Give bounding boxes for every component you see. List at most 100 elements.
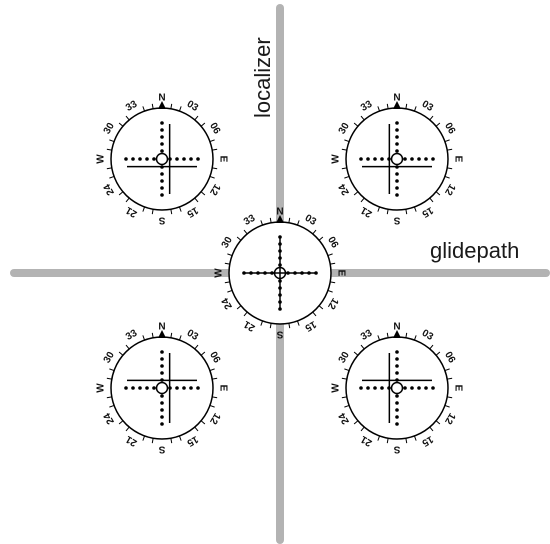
dial-tick <box>125 426 130 432</box>
heading-label: 30 <box>220 235 235 251</box>
dial-tick <box>209 175 215 179</box>
deviation-dot <box>410 157 414 161</box>
dial-tick <box>405 332 408 338</box>
dial-tick <box>212 377 218 380</box>
deviation-dot <box>417 157 421 161</box>
dial-tick <box>296 320 300 326</box>
deviation-dot <box>395 364 399 368</box>
heading-label: 24 <box>337 181 352 197</box>
deviation-dot <box>160 186 164 190</box>
deviation-dot <box>160 193 164 197</box>
dial-tick <box>125 344 130 350</box>
deviation-dot <box>314 271 318 275</box>
heading-label: S <box>393 214 400 225</box>
deviation-dot <box>160 121 164 125</box>
deviation-dot <box>160 142 164 146</box>
deviation-dot <box>160 408 164 412</box>
deviation-dot <box>175 386 179 390</box>
dial-tick <box>447 167 453 170</box>
dial-tick <box>318 236 324 241</box>
deviation-dot <box>160 350 164 354</box>
deviation-dot <box>145 157 149 161</box>
deviation-dot <box>160 172 164 176</box>
deviation-dot <box>366 386 370 390</box>
dial-tick <box>236 236 242 241</box>
heading-label: 03 <box>420 99 436 114</box>
heading-label: 21 <box>242 318 258 333</box>
dial-tick <box>429 344 434 350</box>
localizer-label: localizer <box>250 37 275 118</box>
dial-tick <box>151 438 154 444</box>
dial-tick <box>209 368 215 372</box>
deviation-dot <box>431 386 435 390</box>
heading-label: 15 <box>302 318 318 333</box>
heading-label: 24 <box>102 181 117 197</box>
dial-tick <box>435 122 441 127</box>
deviation-dot <box>138 386 142 390</box>
dial-tick <box>118 191 124 196</box>
dial-tick <box>106 377 112 380</box>
dial-tick <box>200 351 206 356</box>
dial-tick <box>312 311 317 317</box>
heading-label: 30 <box>102 350 117 366</box>
deviation-dot <box>395 179 399 183</box>
dial-tick <box>288 217 291 223</box>
dial-tick <box>360 197 365 203</box>
dial-tick <box>353 191 359 196</box>
dial-tick <box>413 335 417 341</box>
heading-label: 21 <box>359 433 375 448</box>
heading-label: 12 <box>442 182 457 198</box>
deviation-dot <box>242 271 246 275</box>
heading-label: 03 <box>185 99 201 114</box>
heading-label: 06 <box>325 235 340 251</box>
dial-tick <box>405 209 408 215</box>
deviation-dot <box>182 386 186 390</box>
heading-label: 03 <box>420 328 436 343</box>
deviation-dot <box>359 157 363 161</box>
dial-tick <box>429 115 434 121</box>
dial-tick <box>429 197 434 203</box>
dial-tick <box>194 426 199 432</box>
heading-label: 06 <box>207 350 222 366</box>
deviation-dot <box>410 386 414 390</box>
dial-tick <box>142 106 146 112</box>
dial-tick <box>344 139 350 143</box>
dial-tick <box>341 396 347 399</box>
deviation-dot <box>417 386 421 390</box>
deviation-dot <box>395 357 399 361</box>
dial-tick <box>386 103 389 109</box>
dial-tick <box>125 115 130 121</box>
deviation-dot <box>160 135 164 139</box>
heading-label: 15 <box>184 433 200 448</box>
dial-tick <box>260 320 264 326</box>
heading-label: N <box>393 322 400 333</box>
deviation-dot <box>160 371 164 375</box>
deviation-dot <box>424 157 428 161</box>
dial-tick <box>444 404 450 408</box>
dial-tick <box>224 281 230 284</box>
heading-label: W <box>96 383 107 393</box>
deviation-dot <box>395 371 399 375</box>
dial-tick <box>318 305 324 310</box>
deviation-dot <box>431 157 435 161</box>
center-ring <box>390 152 404 166</box>
heading-label: E <box>452 385 463 392</box>
dial-tick <box>360 115 365 121</box>
heading-label: 21 <box>124 204 140 219</box>
heading-label: 15 <box>419 204 435 219</box>
dial-tick <box>447 377 453 380</box>
dial-tick <box>413 106 417 112</box>
dial-tick <box>377 206 381 212</box>
heading-label: E <box>217 156 228 163</box>
deviation-dot <box>189 386 193 390</box>
heading-label: S <box>158 214 165 225</box>
heading-label: 12 <box>207 182 222 198</box>
deviation-dot <box>189 157 193 161</box>
dial-tick <box>296 220 300 226</box>
dial-tick <box>209 404 215 408</box>
deviation-dot <box>395 128 399 132</box>
